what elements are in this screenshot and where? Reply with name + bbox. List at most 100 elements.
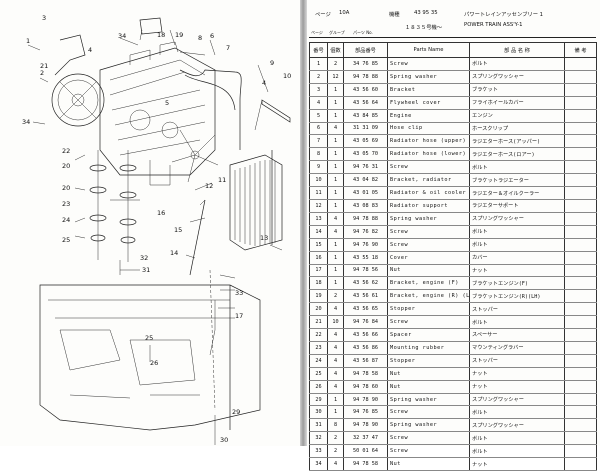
callout-21: 21 <box>40 62 48 70</box>
cell-ref: 4 <box>309 96 328 110</box>
cell-parts-name: Nut <box>387 367 470 381</box>
cell-qty: 2 <box>327 57 344 71</box>
cell-ref: 20 <box>309 302 328 317</box>
cell-code: 43 05 69 <box>343 134 388 149</box>
cell-ref: 22 <box>309 328 328 342</box>
cell-ref: 2 <box>309 70 328 84</box>
cell-code: 94 76 82 <box>343 225 388 239</box>
cell-code: 43 56 65 <box>343 302 388 317</box>
cell-remarks <box>564 431 597 446</box>
cell-qty: 10 <box>327 315 344 330</box>
cell-parts-name: Stopper <box>387 302 470 317</box>
cell-code: 94 78 56 <box>343 264 388 278</box>
cell-remarks <box>564 457 597 471</box>
callout-32: 32 <box>140 254 148 262</box>
cell-remarks <box>564 122 597 136</box>
callout-9: 9 <box>270 59 274 67</box>
callout-34b: 34 <box>22 118 30 126</box>
cell-parts-name: Screw <box>387 444 470 459</box>
upper-hose-drawing <box>179 69 242 150</box>
cell-code: 31 31 09 <box>343 122 388 136</box>
cell-jp-name: ボルト <box>469 405 565 420</box>
cell-remarks <box>564 186 597 200</box>
col-jp-name: 部 品 名 称 <box>469 42 565 58</box>
parts-table-page: ページ 10A 機種 43 95 35 パワートレインアッセンブリー 1 POW… <box>309 4 597 471</box>
cell-code: 43 04 82 <box>343 173 388 188</box>
cell-code: 43 56 60 <box>343 83 388 97</box>
cell-qty: 4 <box>327 367 344 381</box>
cell-ref: 17 <box>309 264 328 278</box>
callout-7: 7 <box>226 44 230 52</box>
cell-jp-name: ナット <box>469 380 565 394</box>
cell-remarks <box>564 134 597 149</box>
cell-code: 43 01 05 <box>343 186 388 200</box>
cell-jp-name: ブラケットエンジン(F) <box>469 276 565 291</box>
cell-ref: 32 <box>309 431 328 446</box>
callout-4: 4 <box>88 46 92 54</box>
cell-parts-name: Screw <box>387 160 470 175</box>
cell-ref: 33 <box>309 444 328 459</box>
cell-ref: 8 <box>309 147 328 162</box>
cell-remarks <box>564 264 597 278</box>
callout-20a: 20 <box>62 162 70 170</box>
parts-catalog-page: 1 2 3 4 5 6 7 8 9 10 11 12 13 14 15 16 1… <box>22 0 597 471</box>
cell-qty: 4 <box>327 354 344 368</box>
cell-qty: 1 <box>327 160 344 175</box>
cell-parts-name: Stopper <box>387 354 470 368</box>
support-rod-drawing <box>189 199 206 276</box>
cell-parts-name: Engine <box>387 109 470 123</box>
col-ref: 番号 <box>309 42 328 58</box>
cell-remarks <box>564 354 597 368</box>
callout-8: 8 <box>198 34 202 42</box>
callout-18: 18 <box>157 31 165 39</box>
cell-ref: 34 <box>309 457 328 471</box>
callout-34a: 34 <box>118 32 126 40</box>
cell-parts-name: Screw <box>387 57 470 71</box>
cell-jp-name: ナット <box>469 457 565 471</box>
cell-qty: 1 <box>327 186 344 200</box>
cell-ref: 15 <box>309 238 328 252</box>
cell-qty: 1 <box>327 83 344 97</box>
cell-qty: 2 <box>327 289 344 304</box>
cell-jp-name: スペーサー <box>469 328 565 342</box>
table-column-headers: 番号 個数 部品番号 Parts Name 部 品 名 称 備 考 <box>309 42 597 58</box>
radiator-drawing <box>229 150 283 251</box>
model-value: 43 95 35 <box>414 10 438 16</box>
cell-jp-name: スプリングワッシャー <box>469 393 565 407</box>
cell-jp-name: スプリングワッシャー <box>469 70 565 84</box>
cell-qty: 4 <box>327 341 344 355</box>
cell-parts-name: Bracket <box>387 83 470 97</box>
cell-ref: 23 <box>309 341 328 355</box>
cell-remarks <box>564 173 597 188</box>
cell-parts-name: Radiator hose (upper) <box>387 134 470 149</box>
callout-24: 24 <box>62 216 70 224</box>
cell-jp-name: ボルト <box>469 444 565 459</box>
cell-remarks <box>564 70 597 84</box>
cell-qty: 4 <box>327 457 344 471</box>
cell-jp-name: ボルト <box>469 431 565 446</box>
mount-drawings <box>89 150 137 262</box>
cell-jp-name: ラジエター＆オイルクーラー <box>469 186 565 200</box>
cell-qty: 1 <box>327 96 344 110</box>
callout-15: 15 <box>174 226 182 234</box>
cell-jp-name: ストッパー <box>469 354 565 368</box>
cell-parts-name: Mounting rubber <box>387 341 470 355</box>
cell-jp-name: エンジン <box>469 109 565 123</box>
cell-code: 94 78 58 <box>343 457 388 471</box>
callout-29: 29 <box>232 408 240 416</box>
cell-code: 94 78 88 <box>343 212 388 226</box>
cell-jp-name: ナット <box>469 264 565 278</box>
cell-jp-name: ブラケットエンジン(R)(LH) <box>469 289 565 304</box>
cell-qty: 8 <box>327 418 344 433</box>
cell-ref: 5 <box>309 109 328 123</box>
cell-code: 94 76 84 <box>343 315 388 330</box>
cell-qty: 1 <box>327 147 344 162</box>
